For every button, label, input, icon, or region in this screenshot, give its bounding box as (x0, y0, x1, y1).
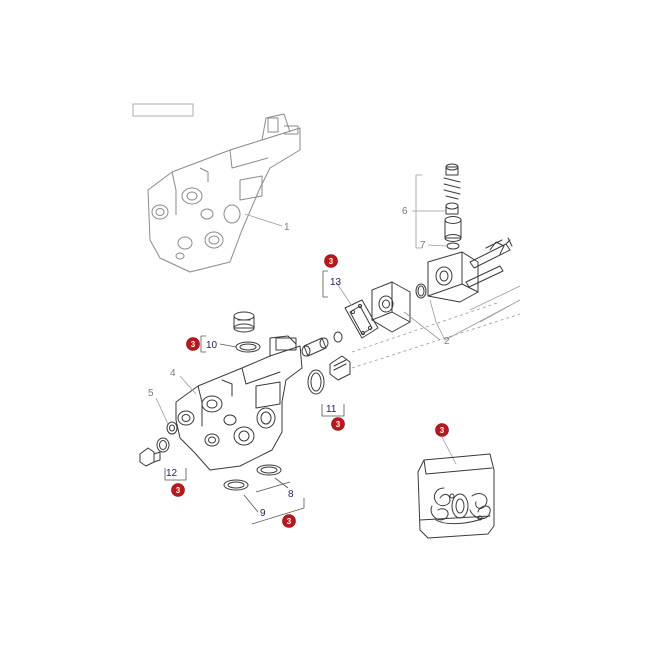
kit-badge-13: 3 (324, 254, 338, 268)
kit-badge-8-9: 3 (282, 514, 296, 528)
svg-text:3: 3 (329, 257, 334, 266)
bracket-6 (415, 174, 422, 249)
leader-5 (155, 397, 169, 425)
callout-8: 8 (288, 489, 294, 500)
kit-badge-10: 3 (186, 337, 200, 351)
plug-fitting (329, 355, 351, 381)
svg-text:3: 3 (287, 517, 292, 526)
callout-4: 4 (170, 368, 176, 379)
svg-text:3: 3 (336, 420, 341, 429)
adapter-block (371, 281, 411, 333)
gasket (344, 299, 379, 339)
kit-badge-12: 3 (171, 483, 185, 497)
callout-1: 1 (284, 222, 290, 233)
block-o-ring (415, 283, 427, 299)
o-ring-10 (235, 341, 261, 353)
callout-13: 13 (330, 277, 342, 288)
leader-2-lines (403, 285, 521, 341)
upper-valve-body (147, 113, 301, 273)
kit-badge-11: 3 (331, 417, 345, 431)
callout-7: 7 (420, 240, 426, 251)
kit-badge-bag: 3 (435, 423, 449, 437)
leader-9 (255, 481, 291, 493)
leader-13 (335, 281, 353, 307)
lower-valve-body (175, 335, 303, 471)
bracket-11 (321, 404, 345, 417)
part-number-stamp (132, 103, 194, 117)
bracket-12 (164, 468, 187, 481)
leader-8 (243, 477, 289, 513)
callout-2: 2 (444, 336, 450, 347)
leader-10 (219, 343, 237, 348)
bracket-8-9 (251, 498, 305, 525)
o-ring-9 (223, 479, 249, 491)
leader-7 (427, 244, 447, 247)
svg-text:3: 3 (176, 486, 181, 495)
side-plug (139, 447, 161, 467)
o-ring-11 (307, 369, 325, 395)
dash-lines (351, 301, 521, 369)
svg-text:3: 3 (191, 340, 196, 349)
callout-10: 10 (206, 340, 218, 351)
callout-9: 9 (260, 508, 266, 519)
pipe-fitting (301, 331, 343, 357)
leader-4 (179, 375, 197, 395)
seal-kit-bag (417, 453, 495, 539)
leader-bag (441, 436, 457, 465)
o-ring-8 (256, 464, 282, 476)
end-block-assembly (427, 237, 513, 303)
callout-5: 5 (148, 388, 154, 399)
leader-1 (244, 213, 283, 227)
callout-11: 11 (326, 404, 337, 415)
svg-text:3: 3 (440, 426, 445, 435)
washer-12 (156, 437, 170, 453)
callout-12: 12 (166, 468, 178, 479)
bracket-10 (200, 335, 206, 353)
bracket-13 (322, 270, 328, 298)
side-fitting (166, 421, 178, 435)
callout-6: 6 (402, 206, 408, 217)
spool-stack (443, 163, 462, 250)
top-plug (233, 311, 255, 333)
